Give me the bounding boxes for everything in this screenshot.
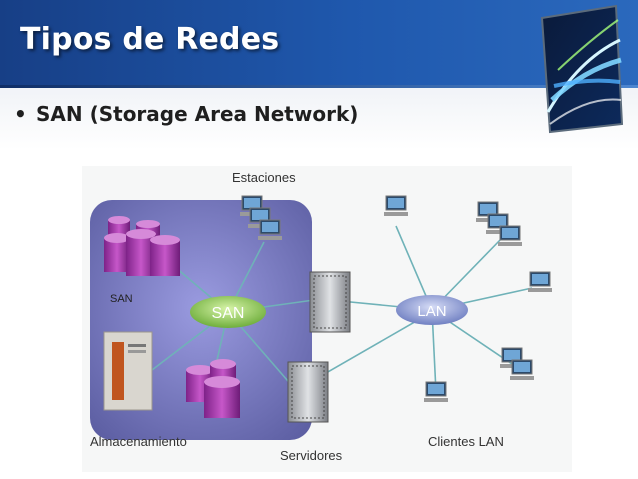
slide-title: Tipos de Redes: [20, 22, 280, 57]
bullet-text: SAN (Storage Area Network): [36, 102, 359, 126]
server-rack-2: [287, 361, 329, 423]
san-hub: [190, 296, 266, 328]
storage-label: Almacenamiento: [90, 434, 187, 449]
servers-label: Servidores: [280, 448, 343, 463]
san-storage-label: SAN: [110, 293, 133, 305]
san-network-diagram: SAN SAN Estaciones LAN: [82, 166, 572, 472]
lan-client-icons: [384, 195, 552, 402]
lan-hub-label: LAN: [417, 303, 446, 320]
storage-disks-bottom: [186, 359, 240, 418]
slide-header: Tipos de Redes: [0, 0, 638, 88]
lan-hub: [396, 295, 468, 325]
bullet-item: • SAN (Storage Area Network): [14, 102, 358, 126]
server-rack-1: [309, 271, 351, 333]
stations-label: Estaciones: [232, 170, 296, 185]
workstation-icons: [240, 195, 282, 240]
san-hub-label: SAN: [212, 305, 245, 322]
storage-cabinet-icon: [103, 331, 153, 411]
storage-disks-top: [104, 216, 180, 276]
lan-clients-label: Clientes LAN: [428, 434, 504, 449]
bullet-dot-icon: •: [14, 102, 27, 126]
decorative-light-logo: [540, 4, 624, 134]
